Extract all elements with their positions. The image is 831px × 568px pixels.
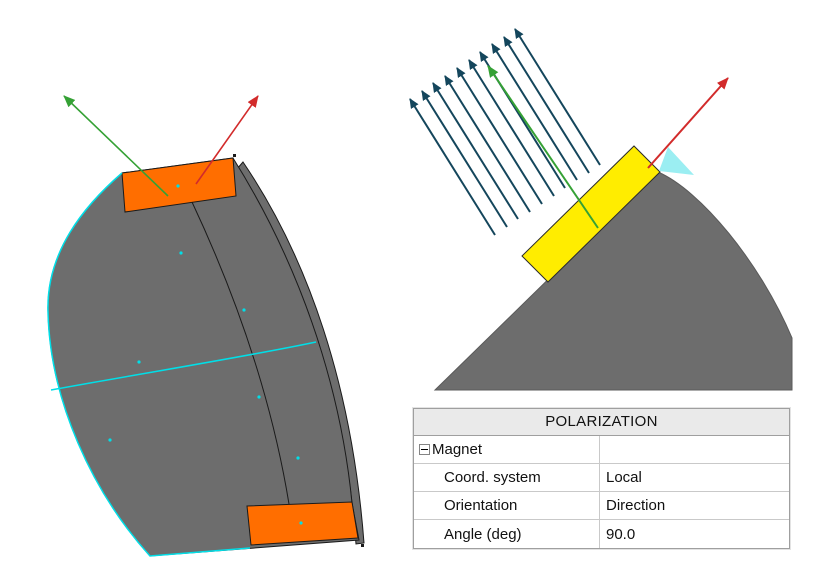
property-row-coord-system[interactable]: Coord. system Local: [414, 464, 789, 492]
region-dots: [108, 184, 303, 525]
magnet-detail-view: [409, 28, 793, 391]
axis-arrow-green: [487, 65, 599, 229]
property-label: Coord. system: [414, 464, 600, 491]
edge-sliver: [659, 147, 694, 175]
property-value[interactable]: Direction: [606, 497, 666, 514]
body-division-line: [191, 201, 290, 505]
vertex-marker: [233, 154, 236, 157]
highlighted-edge: [47, 172, 251, 557]
property-row-angle[interactable]: Angle (deg) 90.0: [414, 520, 789, 548]
group-value-cell: [600, 436, 789, 463]
vertex-marker: [361, 544, 364, 547]
axis-arrow-red: [195, 95, 259, 185]
polarization-panel: POLARIZATION Magnet Coord. system Local …: [413, 408, 790, 549]
rotor-segment-view: [47, 95, 365, 557]
group-label: Magnet: [432, 441, 483, 458]
collapse-icon[interactable]: [419, 444, 430, 455]
group-label-cell: Magnet: [414, 436, 600, 463]
axis-arrow-red: [647, 77, 729, 169]
axis-arrow-green: [63, 95, 169, 197]
property-label: Angle (deg): [414, 520, 600, 548]
property-value[interactable]: Local: [606, 469, 642, 486]
steel-wedge[interactable]: [433, 171, 793, 391]
rotor-body[interactable]: [47, 157, 360, 557]
panel-title: POLARIZATION: [414, 409, 789, 436]
polarization-vectors: [409, 28, 601, 236]
tree-group-magnet[interactable]: Magnet: [414, 436, 789, 464]
radial-division-line: [50, 341, 317, 391]
minus-glyph: [421, 449, 428, 450]
magnet-selected[interactable]: [521, 145, 661, 283]
property-value[interactable]: 90.0: [606, 525, 636, 543]
property-row-orientation[interactable]: Orientation Direction: [414, 492, 789, 520]
property-label: Orientation: [414, 492, 600, 519]
